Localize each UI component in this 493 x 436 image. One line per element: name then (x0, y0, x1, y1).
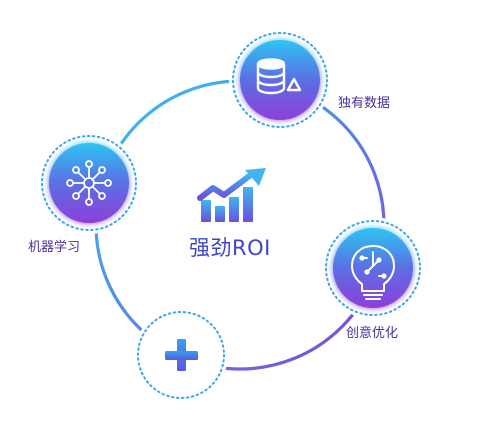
node-creative-optimization (322, 217, 424, 319)
center-roi-label: 强劲ROI (189, 236, 271, 260)
plus-icon (165, 339, 198, 371)
node-unique-data (229, 29, 331, 131)
network-hub-icon (66, 160, 112, 206)
node-label-creative-optimization: 创意优化 (346, 326, 399, 341)
database-triangle-icon (256, 58, 302, 95)
cycle-ring (94, 79, 386, 371)
roi-chart-icon (197, 168, 266, 222)
node-label-unique-data: 独有数据 (338, 96, 391, 111)
node-plus (134, 308, 228, 402)
node-machine-learning (38, 132, 140, 234)
lightbulb-circuit-icon (351, 245, 395, 300)
node-label-machine-learning: 机器学习 (28, 240, 81, 255)
